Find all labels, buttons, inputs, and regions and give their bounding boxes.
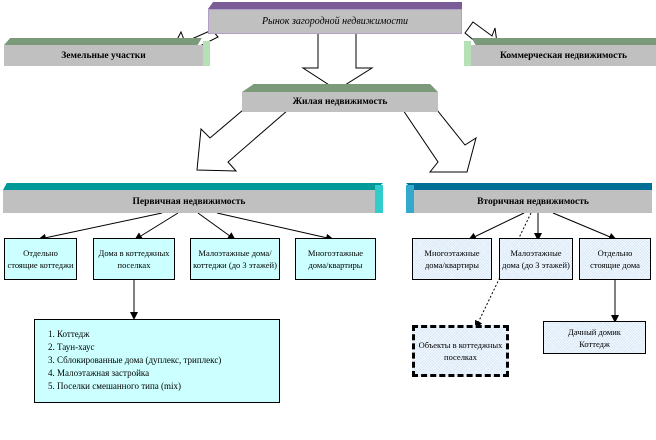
node-text: Малоэтажные дома/коттеджи (до 3 этажей) (193, 248, 277, 270)
root-node: Рынок загородной недвижимости (208, 2, 462, 34)
primary-child-lowrise: Малоэтажные дома/коттеджи (до 3 этажей) (190, 238, 280, 280)
primary-node: Первичная недвижимость (3, 183, 383, 213)
commercial-label: Коммерческая недвижимость (471, 45, 656, 66)
node-text: Отдельно стоящие коттеджи (7, 248, 74, 270)
node-text: Многоэтажные дома/квартиры (424, 248, 480, 270)
land-node: Земельные участки (4, 38, 210, 66)
node-text: Дачный домик (568, 326, 621, 337)
root-label: Рынок загородной недвижимости (208, 9, 462, 34)
arrow-to-residential (301, 32, 374, 91)
land-label: Земельные участки (4, 45, 203, 66)
secondary-node: Вторичная недвижимость (406, 183, 652, 213)
secondary-child-multistorey: Многоэтажные дома/квартиры (412, 238, 492, 280)
node-text: Отдельно стоящие дома (590, 248, 640, 270)
list-item: Малоэтажная застройка (57, 367, 279, 380)
list-item: Сблокированные дома (дуплекс, триплекс) (57, 354, 279, 367)
arrow-to-secondary (402, 109, 477, 173)
node-text: Объекты в коттеджных поселках (418, 340, 503, 362)
secondary-child-lowrise: Малоэтажные дома (до 3 этажей) (499, 238, 573, 280)
residential-label: Жилая недвижимость (242, 92, 438, 112)
secondary-label: Вторичная недвижимость (414, 190, 652, 213)
secondary-child-detached: Отдельно стоящие дома (579, 238, 651, 280)
arrow-to-primary (196, 109, 290, 172)
primary-child-multistorey: Многоэтажные дома/квартиры (295, 238, 376, 280)
node-text: Коттедж (579, 338, 610, 349)
node-text: Дома в коттеджных поселках (98, 248, 170, 270)
residential-node: Жилая недвижимость (242, 84, 438, 112)
cottage-village-types-list: Коттедж Таун-хаус Сблокированные дома (д… (34, 319, 280, 403)
list-item: Поселки смешанного типа (mix) (57, 380, 279, 393)
commercial-node: Коммерческая недвижимость (464, 38, 656, 66)
primary-label: Первичная недвижимость (3, 190, 375, 213)
dacha-node: Дачный домик Коттедж (543, 321, 646, 354)
primary-child-detached: Отдельно стоящие коттеджи (4, 238, 77, 280)
primary-child-cottage-village: Дома в коттеджных поселках (93, 238, 175, 280)
list-item: Коттедж (57, 328, 279, 341)
node-text: Многоэтажные дома/квартиры (307, 248, 364, 270)
node-text: Малоэтажные дома (до 3 этажей) (502, 248, 570, 270)
cottage-village-objects-node: Объекты в коттеджных поселках (412, 325, 509, 377)
list-item: Таун-хаус (57, 341, 279, 354)
